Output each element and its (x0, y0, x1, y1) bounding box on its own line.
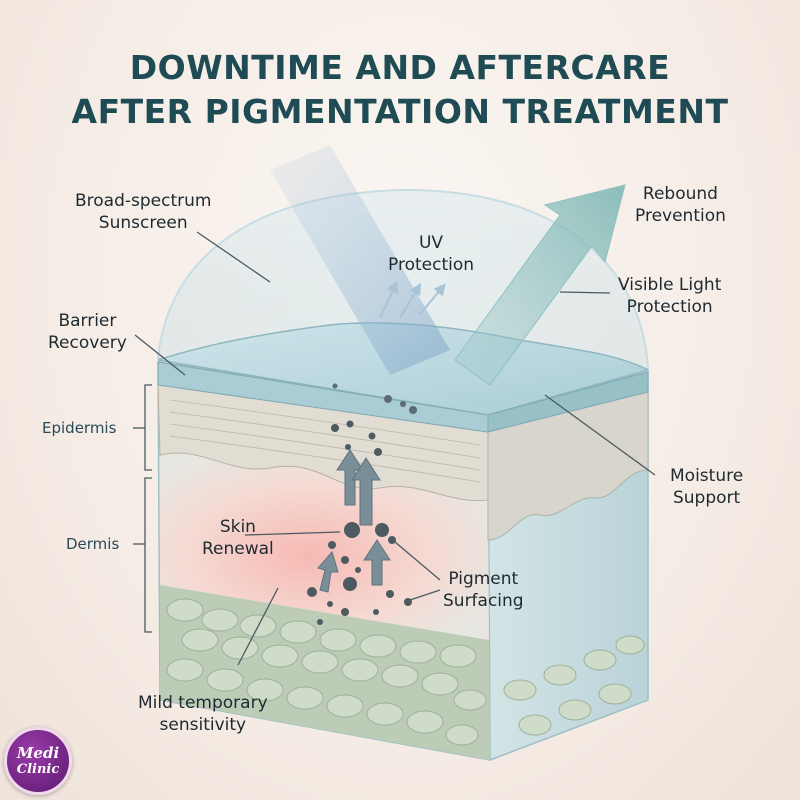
logo-line2: Clinic (7, 762, 69, 777)
clinic-logo: Medi Clinic (4, 727, 72, 795)
label-moisture-line2: Support (670, 487, 743, 509)
label-sunscreen-line2: Sunscreen (75, 212, 211, 234)
label-rebound-line1: Rebound (635, 183, 726, 205)
label-sunscreen-line1: Broad-spectrum (75, 190, 211, 212)
label-sensitivity-line2: sensitivity (138, 714, 268, 736)
logo-line1: Medi (7, 744, 69, 762)
label-skin-renewal: Skin Renewal (202, 516, 274, 560)
label-visible-line1: Visible Light (618, 274, 721, 296)
label-epidermis: Epidermis (42, 418, 116, 438)
label-pigment-line1: Pigment (443, 568, 524, 590)
label-barrier-line2: Recovery (48, 332, 127, 354)
label-uv-line2: Protection (388, 254, 474, 276)
label-dermis: Dermis (66, 534, 119, 554)
label-visible-line2: Protection (618, 296, 721, 318)
label-rebound-prevention: Rebound Prevention (635, 183, 726, 227)
label-uv-protection: UV Protection (388, 232, 474, 276)
label-barrier-line1: Barrier (48, 310, 127, 332)
label-uv-line1: UV (388, 232, 474, 254)
label-pigment-line2: Surfacing (443, 590, 524, 612)
label-sunscreen: Broad-spectrum Sunscreen (75, 190, 211, 234)
label-moisture-support: Moisture Support (670, 465, 743, 509)
label-moisture-line1: Moisture (670, 465, 743, 487)
label-renewal-line2: Renewal (202, 538, 274, 560)
label-barrier-recovery: Barrier Recovery (48, 310, 127, 354)
label-rebound-line2: Prevention (635, 205, 726, 227)
label-sensitivity-line1: Mild temporary (138, 692, 268, 714)
label-mild-sensitivity: Mild temporary sensitivity (138, 692, 268, 736)
label-visible-light: Visible Light Protection (618, 274, 721, 318)
label-pigment-surfacing: Pigment Surfacing (443, 568, 524, 612)
label-renewal-line1: Skin (202, 516, 274, 538)
